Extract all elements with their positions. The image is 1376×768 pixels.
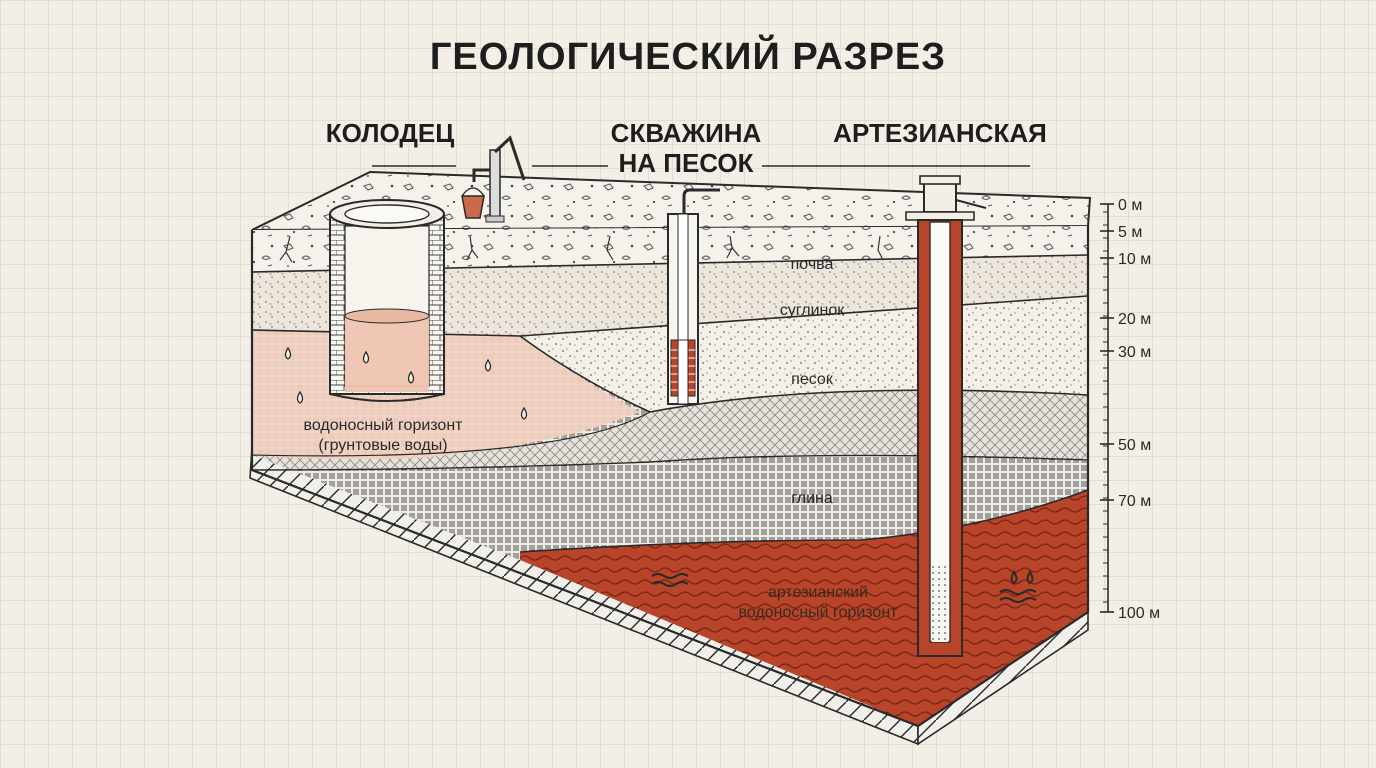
roots: [279, 235, 884, 263]
method-sand-line-1: СКВАЖИНА: [610, 118, 762, 148]
sand-borehole: [667, 188, 720, 405]
label-sand: песок: [791, 371, 834, 388]
label-groundwater-1: водоносный горизонт: [304, 417, 464, 434]
bucket-icon: [461, 187, 485, 219]
method-artesian-label: АРТЕЗИАНСКАЯ: [833, 118, 1047, 148]
artesian-borehole: [905, 175, 987, 657]
label-artesian-2: водоносный горизонт: [739, 604, 899, 621]
method-title-sand-borehole: СКВАЖИНА НА ПЕСОК: [598, 118, 774, 178]
depth-100: 100 м: [1118, 605, 1160, 622]
brick-well: [329, 199, 445, 402]
depth-20: 20 м: [1118, 311, 1151, 328]
label-groundwater-2: (грунтовые воды): [318, 437, 447, 454]
label-clay: глина: [791, 490, 833, 507]
artesian-waves-icon: [651, 570, 1037, 603]
depth-50: 50 м: [1118, 437, 1151, 454]
depth-70: 70 м: [1118, 493, 1151, 510]
label-artesian-1: артезианский: [768, 584, 868, 601]
depth-scale: 0 м 5 м 10 м 20 м 30 м 50 м 70 м 100 м: [1100, 197, 1160, 622]
ground-surface: [251, 170, 1092, 231]
method-title-well: КОЛОДЕЦ: [318, 118, 462, 148]
gravel-lens: [252, 390, 1088, 470]
water-drop-icons: [284, 346, 528, 420]
page-title: ГЕОЛОГИЧЕСКИЙ РАЗРЕЗ: [429, 36, 947, 78]
depth-0: 0 м: [1118, 197, 1142, 214]
hand-pump-icon: [472, 135, 526, 223]
method-well-label: КОЛОДЕЦ: [325, 118, 455, 148]
label-soil: почва: [791, 256, 834, 273]
label-loam: суглинок: [780, 302, 845, 319]
depth-5: 5 м: [1118, 224, 1142, 241]
depth-30: 30 м: [1118, 344, 1151, 361]
method-title-artesian: АРТЕЗИАНСКАЯ: [826, 118, 1054, 148]
depth-10: 10 м: [1118, 251, 1151, 268]
method-sand-line-2: НА ПЕСОК: [618, 148, 754, 178]
